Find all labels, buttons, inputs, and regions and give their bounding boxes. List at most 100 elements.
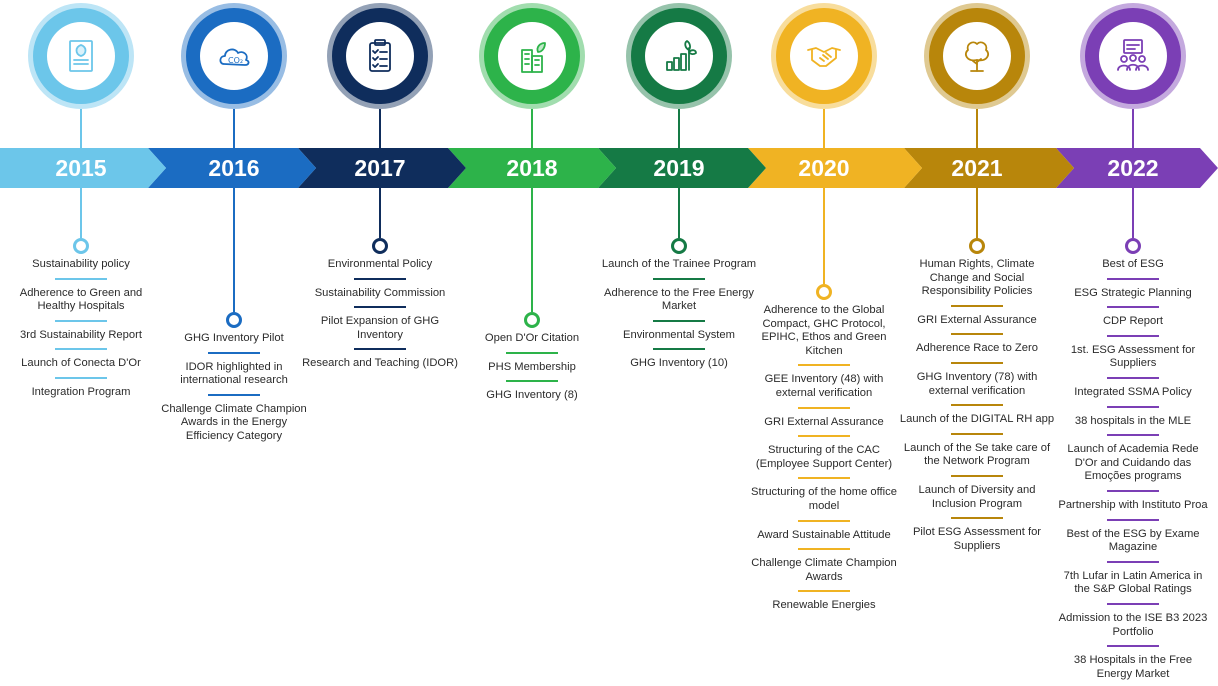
milestone-item: GHG Inventory Pilot xyxy=(184,332,284,344)
connector-line-top xyxy=(823,109,825,148)
year-label-2018: 2018 xyxy=(506,155,558,181)
handshake-icon xyxy=(790,22,858,90)
milestone-separator xyxy=(208,351,260,354)
timeline-node xyxy=(969,238,985,254)
connector-line-top xyxy=(80,109,82,148)
timeline-column-2020: Adherence to the Global Compact, GHC Pro… xyxy=(744,0,904,686)
milestone-item: Challenge Climate Champion Awards xyxy=(751,557,897,583)
milestone-item: 38 Hospitals in the Free Energy Market xyxy=(1073,654,1193,680)
milestone-item: 7th Lufar in Latin America in the S&P Gl… xyxy=(1063,569,1203,596)
arrow-segment-2017 xyxy=(298,148,466,188)
milestone-item: Research and Teaching (IDOR) xyxy=(302,357,458,370)
milestone-separator xyxy=(951,304,1003,307)
timeline-node xyxy=(524,312,540,328)
connector-line-bottom xyxy=(233,188,235,312)
milestone-item: Pilot Expansion of GHG Inventory xyxy=(320,315,440,341)
year-icon-badge xyxy=(929,8,1025,104)
milestone-separator xyxy=(506,380,558,383)
milestone-separator xyxy=(55,348,107,351)
connector-line-top xyxy=(233,109,235,148)
milestone-separator xyxy=(951,333,1003,336)
arrow-segment-2021 xyxy=(904,148,1074,188)
milestone-item: Launch of Diversity and Inclusion Progra… xyxy=(918,483,1036,510)
milestone-item: GHG Inventory (10) xyxy=(630,357,728,370)
year-icon-badge xyxy=(776,8,872,104)
milestone-separator xyxy=(951,517,1003,520)
milestone-item: Environmental System xyxy=(623,328,735,341)
year-label-2015: 2015 xyxy=(55,155,107,181)
timeline-node xyxy=(372,238,388,254)
milestone-item: 1st. ESG Assessment for Suppliers xyxy=(1070,343,1196,370)
milestone-item: Partnership with Instituto Proa xyxy=(1058,498,1208,511)
connector-line-bottom xyxy=(823,188,825,284)
milestone-list: Adherence to the Global Compact, GHC Pro… xyxy=(744,304,904,613)
milestone-item: Launch of Conecta D'Or xyxy=(21,357,141,370)
milestone-item: Adherence to the Global Compact, GHC Pro… xyxy=(761,304,887,357)
connector-line-top xyxy=(1132,109,1134,148)
milestone-separator xyxy=(1107,602,1159,605)
arrow-segment-2022 xyxy=(1056,148,1218,188)
milestone-item: GHG Inventory (8) xyxy=(486,389,578,402)
milestone-item: IDOR highlighted in international resear… xyxy=(180,360,288,387)
connector-line-bottom xyxy=(976,188,978,238)
arrow-segment-2018 xyxy=(448,148,616,188)
timeline-column-2021: Human Rights, Climate Change and Social … xyxy=(897,0,1057,686)
milestone-item: Integration Program xyxy=(31,385,131,398)
growth-chart-icon xyxy=(645,22,713,90)
milestone-separator xyxy=(354,348,406,351)
milestone-separator xyxy=(506,351,558,354)
milestone-item: 3rd Sustainability Report xyxy=(20,328,142,341)
milestone-separator xyxy=(798,590,850,593)
cloud-co2-icon: CO₂ xyxy=(200,22,268,90)
year-arrow-band xyxy=(0,148,1218,188)
milestone-item: Best of ESG xyxy=(1102,258,1164,270)
timeline-node xyxy=(1125,238,1141,254)
milestone-item: Structuring of the CAC (Employee Support… xyxy=(755,444,893,470)
milestone-item: Pilot ESG Assessment for Suppliers xyxy=(912,526,1042,552)
milestone-separator xyxy=(951,474,1003,477)
arrow-segment-2020 xyxy=(748,148,922,188)
milestone-separator xyxy=(1107,645,1159,648)
connector-line-top xyxy=(678,109,680,148)
milestone-separator xyxy=(1107,434,1159,437)
people-presentation-icon xyxy=(1099,22,1167,90)
milestone-item: CDP Report xyxy=(1102,315,1164,328)
connector-line-top xyxy=(976,109,978,148)
connector-line-bottom xyxy=(678,188,680,238)
milestone-separator xyxy=(1107,489,1159,492)
year-icon-badge xyxy=(631,8,727,104)
year-label-2022: 2022 xyxy=(1107,155,1159,181)
year-icon-badge xyxy=(484,8,580,104)
svg-text:CO₂: CO₂ xyxy=(228,56,243,65)
milestone-item: Open D'Or Citation xyxy=(484,332,580,344)
milestone-item: Launch of the Se take care of the Networ… xyxy=(903,441,1051,468)
year-label-2017: 2017 xyxy=(354,155,406,181)
year-label-2016: 2016 xyxy=(208,155,260,181)
milestone-item: Structuring of the home office model xyxy=(751,486,897,512)
clipboard-checklist-icon xyxy=(346,22,414,90)
milestone-separator xyxy=(951,404,1003,407)
milestone-item: Award Sustainable Attitude xyxy=(757,528,891,541)
year-icon-badge: CO₂ xyxy=(186,8,282,104)
milestone-item: Best of the ESG by Exame Magazine xyxy=(1066,527,1200,554)
milestone-separator xyxy=(1107,560,1159,563)
milestone-item: GRI External Assurance xyxy=(917,313,1037,326)
milestone-item: 38 hospitals in the MLE xyxy=(1074,414,1192,427)
milestone-separator xyxy=(55,319,107,322)
timeline-node xyxy=(73,238,89,254)
milestone-item: Challenge Climate Champion Awards in the… xyxy=(161,402,307,442)
milestone-separator xyxy=(798,406,850,409)
milestone-item: Launch of the Trainee Program xyxy=(601,258,757,270)
milestone-separator xyxy=(798,477,850,480)
milestone-item: GHG Inventory (78) with external verific… xyxy=(916,370,1038,397)
year-label-2020: 2020 xyxy=(798,155,850,181)
